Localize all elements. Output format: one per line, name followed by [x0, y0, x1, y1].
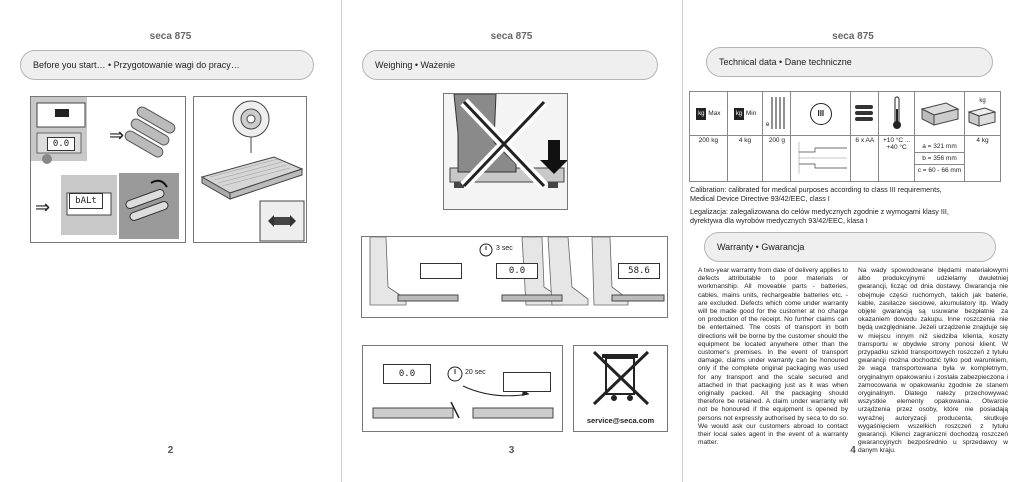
svg-text:⇒: ⇒ [109, 125, 124, 146]
warranty-text-pl: Na wady spowodowane błędami materiałowym… [858, 267, 1008, 455]
page-header: seca 875 [149, 31, 192, 42]
min-value: 4 kg [726, 135, 764, 182]
dimensions-values: a = 321 mm b = 356 mm c = 60 - 66 mm [914, 135, 965, 182]
weight-value: 4 kg [963, 135, 1002, 182]
page-number: 4 [850, 445, 856, 456]
page-3: seca 875 Weighing • Ważenie [341, 0, 682, 482]
scale-level-illustration [193, 96, 307, 243]
scale-display-zero: 0.0 [47, 137, 75, 151]
thermometer-icon [892, 96, 901, 129]
scale-display-off [503, 372, 551, 392]
svg-text:⇒: ⇒ [35, 197, 50, 218]
weight-icon: kg [963, 91, 1002, 136]
timer-label: 3 sec [496, 245, 513, 252]
accuracy-class-icon: III [790, 91, 852, 136]
scale-display-zero: 0.0 [496, 263, 538, 279]
page-4: seca 875 Technical data • Dane techniczn… [682, 0, 1024, 482]
page-number: 2 [167, 445, 174, 456]
max-value: 200 kg [689, 135, 728, 182]
scale-display-battery: bALt [69, 193, 103, 209]
scale-display-weight: 58.6 [618, 263, 660, 279]
crossed-bin-icon [592, 350, 650, 406]
temperature-value: +10 °C ... +40 °C [878, 135, 916, 182]
section-title-warranty: Warranty • Gwarancja [704, 232, 996, 262]
page-header: seca 875 [490, 31, 533, 42]
do-not-step-illustration [443, 93, 568, 210]
calibration-text: Calibration: calibrated for medical purp… [690, 185, 949, 226]
scale-feet-diagram [200, 100, 305, 242]
warranty-text-en: A two-year warranty from date of deliver… [698, 267, 848, 447]
scale-display-blank [420, 263, 462, 279]
graduation-value: 200 g [762, 135, 792, 182]
dimensions-icon [914, 91, 965, 136]
battery-icon [850, 91, 880, 136]
tolerance-graph-figure [798, 141, 847, 174]
page-divider [682, 0, 683, 482]
battery-insert-diagram: ⇒ ⇒ [31, 97, 179, 239]
min-capacity-icon: kg Min [726, 91, 764, 136]
page-header: seca 875 [832, 31, 874, 42]
tolerance-graph [790, 135, 852, 182]
auto-switch-off-illustration: 0.0 20 sec [362, 345, 563, 432]
feet-sequence-diagram [369, 237, 665, 306]
crossed-foot-diagram [444, 94, 567, 209]
page-number: 3 [508, 445, 515, 456]
weighing-sequence: 0.0 58.6 3 sec [361, 236, 668, 318]
disposal-illustration: service@seca.com [573, 345, 668, 432]
section-title-technical-data: Technical data • Dane techniczne [706, 47, 993, 77]
batteries-icon [854, 104, 873, 121]
technical-data-table: kg Max kg Min e III [689, 91, 1002, 182]
dimension-box-icon [920, 101, 959, 126]
battery-illustration: ⇒ ⇒ 0.0 bALt [30, 96, 186, 243]
section-title-before-you-start: Before you start… • Przygotowanie wagi d… [20, 50, 314, 80]
timer-label: 20 sec [465, 369, 486, 376]
page-2: seca 875 Before you start… • Przygotowan… [0, 0, 341, 482]
graduation-icon: e [762, 91, 792, 136]
graduation-scale-icon [771, 96, 785, 129]
page-divider [341, 0, 342, 482]
weight-box-icon [967, 106, 998, 127]
section-title-weighing: Weighing • Ważenie [362, 50, 658, 80]
battery-value: 6 x AA [850, 135, 880, 182]
max-capacity-icon: kg Max [689, 91, 728, 136]
temperature-icon [878, 91, 916, 136]
service-email: service@seca.com [586, 416, 655, 425]
switch-off-diagram [372, 366, 554, 419]
scale-display-zero: 0.0 [383, 364, 431, 384]
